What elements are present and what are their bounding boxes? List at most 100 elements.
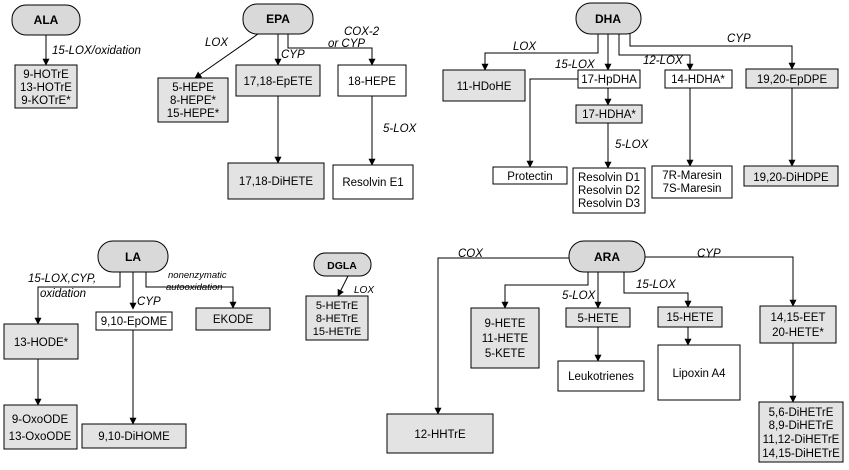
label-dha-15lox: 15-LOX (555, 59, 596, 71)
label-dha-5lox: 5-LOX (615, 139, 650, 151)
node-ala-label: ALA (34, 13, 59, 27)
node-la-label: LA (125, 250, 141, 264)
node-epa-label: EPA (266, 12, 290, 26)
label-ara-cyp: CYP (697, 248, 721, 260)
resolvin-d2: Resolvin D2 (578, 185, 640, 197)
ala-product-1: 9-HOTrE (23, 69, 69, 81)
ara-eet-1: 14,15-EET (771, 312, 826, 324)
ara-dihetre-2: 8,9-DiHETrE (769, 420, 834, 432)
ara-eet-2: 20-HETE* (772, 327, 824, 339)
node-la-epome[interactable]: 9,10-EpOME (95, 311, 173, 331)
resolvin-e1-label: Resolvin E1 (342, 177, 403, 189)
label-la-nonenz-1: nonenzymatic (168, 270, 227, 281)
node-ara-5hete[interactable]: 5-HETE (565, 307, 631, 328)
label-la-nonenz-2: autooxidation (166, 282, 223, 293)
node-leukotrienes[interactable]: Leukotrienes (557, 360, 645, 392)
node-ara[interactable]: ARA (568, 240, 646, 273)
dha-epdpe-label: 19,20-EpDPE (757, 74, 828, 86)
label-dha-cyp: CYP (727, 33, 751, 45)
node-la[interactable]: LA (97, 240, 169, 273)
node-la-hode[interactable]: 13-HODE* (3, 323, 79, 360)
edge-ara-hete (501, 270, 589, 309)
la-ekode-label: EKODE (213, 314, 254, 326)
la-hode-label: 13-HODE* (14, 337, 69, 349)
node-la-dihome[interactable]: 9,10-DiHOME (81, 423, 187, 449)
label-epa-5lox: 5-LOX (383, 123, 418, 135)
edges (34, 26, 797, 425)
node-ara-label: ARA (594, 250, 620, 264)
node-dha-label: DHA (595, 12, 621, 26)
edge-la-hode (34, 270, 121, 325)
node-epa-dihete[interactable]: 17,18-DiHETE (227, 162, 325, 200)
dha-17hdha-label: 17-HDHA* (582, 109, 636, 121)
label-ara-cox: COX (458, 248, 484, 260)
node-ara-eet[interactable]: 14,15-EET 20-HETE* (759, 305, 837, 344)
node-resolvins-d[interactable]: Resolvin D1 Resolvin D2 Resolvin D3 (572, 167, 646, 214)
la-dihome-label: 9,10-DiHOME (98, 431, 170, 443)
node-epa[interactable]: EPA (242, 3, 314, 35)
dha-14hdha-label: 14-HDHA* (671, 74, 725, 86)
node-ara-hhtre[interactable]: 12-HHTrE (386, 413, 494, 454)
edge-ara-eet (645, 256, 797, 307)
ara-hhtre-label: 12-HHTrE (414, 429, 466, 441)
node-dha-dihdpe[interactable]: 19,20-DiHDPE (743, 165, 839, 187)
node-epa-epete[interactable]: 17,18-EpETE (235, 64, 321, 97)
node-dha-17hpdha[interactable]: 17-HpDHA (577, 69, 641, 89)
label-ara-15lox: 15-LOX (636, 279, 677, 291)
epa-hepe-2: 8-HEPE* (170, 95, 217, 107)
node-dgla[interactable]: DGLA (313, 252, 372, 277)
protectin-label: Protectin (507, 171, 552, 183)
node-ala[interactable]: ALA (11, 4, 81, 36)
node-dha-epdpe[interactable]: 19,20-EpDPE (745, 68, 839, 89)
products: 9-HOTrE 13-HOTrE 9-KOTrE* 5-HEPE 8-HEPE*… (3, 64, 844, 463)
node-dgla-products[interactable]: 5-HETrE 8-HETrE 15-HETrE (305, 295, 369, 341)
epa-dihete-label: 17,18-DiHETE (239, 176, 313, 188)
label-la-15lox-2: oxidation (40, 288, 86, 300)
edge-dha-epdpe (629, 34, 796, 70)
edge-epa-hepe (194, 26, 269, 79)
node-ara-hete[interactable]: 9-HETE 11-HETE 5-KETE (470, 307, 540, 369)
node-la-oxoode[interactable]: 9-OxoODE 13-OxoODE (3, 404, 78, 450)
ara-dihetre-4: 14,15-DiHETrE (762, 448, 840, 460)
epa-epete-label: 17,18-EpETE (243, 76, 312, 88)
ara-hete-3: 5-KETE (485, 348, 526, 360)
node-la-ekode[interactable]: EKODE (195, 307, 271, 331)
ara-hete-2: 11-HETE (482, 333, 529, 345)
ala-product-3: 9-KOTrE* (21, 95, 71, 107)
node-dha-17hdha[interactable]: 17-HDHA* (575, 104, 643, 124)
la-oxoode-1: 9-OxoODE (12, 414, 69, 426)
ara-15hete-label: 15-HETE (666, 312, 714, 324)
node-protectin[interactable]: Protectin (492, 166, 568, 185)
node-ara-dihetre[interactable]: 5,6-DiHETrE 8,9-DiHETrE 11,12-DiHETrE 14… (758, 401, 844, 463)
leukotrienes-label: Leukotrienes (568, 371, 634, 383)
node-dha-14hdha[interactable]: 14-HDHA* (664, 69, 733, 89)
node-epa-hepe[interactable]: 5-HEPE 8-HEPE* 15-HEPE* (157, 77, 229, 123)
dgla-product-2: 8-HETrE (316, 313, 358, 325)
edge-dha-14hdha (618, 34, 694, 71)
maresin-7s: 7S-Maresin (663, 183, 722, 195)
ala-product-2: 13-HOTrE (20, 82, 72, 94)
resolvin-d1: Resolvin D1 (578, 172, 640, 184)
node-maresins[interactable]: 7R-Maresin 7S-Maresin (651, 165, 733, 199)
node-ara-15hete[interactable]: 15-HETE (657, 306, 723, 328)
label-dha-lox: LOX (513, 41, 537, 53)
epa-hepe-3: 15-HEPE* (167, 108, 220, 120)
edge-ara-15hete (623, 270, 692, 308)
ara-dihetre-1: 5,6-DiHETrE (769, 407, 834, 419)
label-la-15lox-1: 15-LOX,CYP, (28, 273, 96, 285)
node-resolvin-e1[interactable]: Resolvin E1 (332, 164, 414, 200)
edge-ara-hhtre (434, 257, 572, 415)
edge-la-ekode (145, 270, 237, 309)
node-dha-11hdohe[interactable]: 11-HDoHE (442, 69, 526, 102)
label-la-cyp: CYP (137, 296, 161, 308)
epa-hepe-1: 5-HEPE (172, 82, 214, 94)
node-dgla-label: DGLA (327, 260, 357, 272)
node-epa-18hepe[interactable]: 18-HEPE (337, 64, 407, 97)
edge-epa-18hepe (287, 34, 376, 66)
ara-5hete-label: 5-HETE (578, 313, 619, 325)
edge-labels: 15-LOX/oxidation LOX CYP COX-2 or CYP 5-… (28, 26, 751, 308)
node-lipoxin[interactable]: Lipoxin A4 (657, 344, 741, 401)
node-dha[interactable]: DHA (575, 2, 642, 35)
node-ala-products[interactable]: 9-HOTrE 13-HOTrE 9-KOTrE* (14, 64, 78, 109)
dha-11hdohe-label: 11-HDoHE (457, 81, 512, 93)
